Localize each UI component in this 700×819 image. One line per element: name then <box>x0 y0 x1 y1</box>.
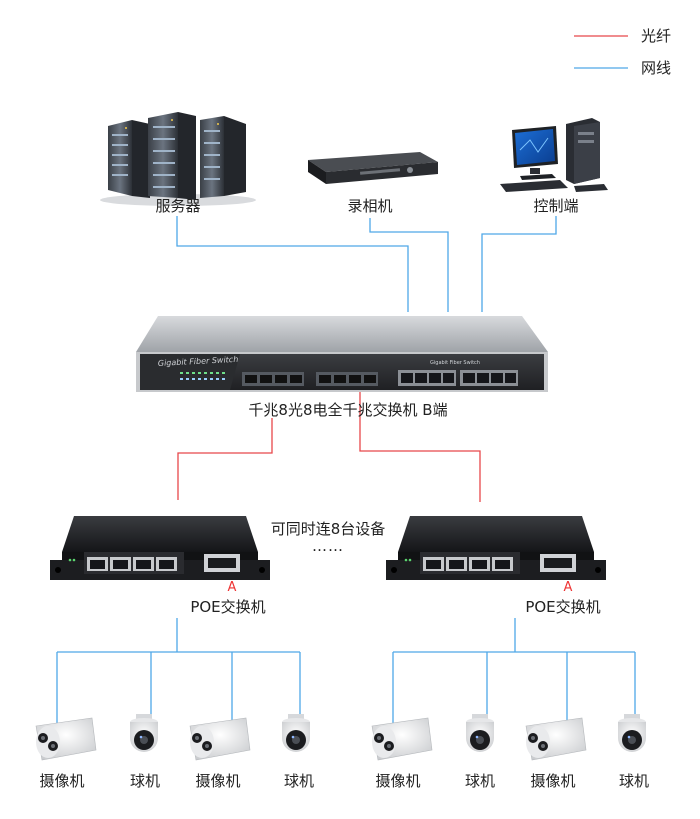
recorder-icon <box>308 152 438 184</box>
connect-dots: …… <box>312 537 344 555</box>
camera-label: 摄像机 <box>375 772 421 790</box>
main-switch-caption: 千兆8光8电全千兆交换机 B端 <box>248 401 448 419</box>
camera-label: 球机 <box>283 772 315 790</box>
dome-camera-right-2-icon <box>618 714 646 752</box>
poe-switch-right-icon <box>386 516 606 580</box>
main-switch-icon: Gigabit Fiber Switch Gigabit Fiber Switc… <box>136 316 548 392</box>
cable-server <box>176 216 409 312</box>
camera-label: 摄像机 <box>195 772 241 790</box>
poe-right-caption: POE交换机 <box>525 598 601 616</box>
camera-label: 球机 <box>129 772 161 790</box>
legend-network-label: 网线 <box>641 59 672 77</box>
cable-recorder <box>369 218 449 312</box>
server-icon <box>100 112 256 206</box>
legend-fiber-label: 光纤 <box>641 27 672 45</box>
bullet-camera-right-1-icon <box>371 717 433 761</box>
dome-camera-left-1-icon <box>130 714 158 752</box>
fiber-left <box>177 418 273 500</box>
main-switch-face-label: Gigabit Fiber Switch <box>158 355 239 368</box>
server-label: 服务器 <box>155 197 201 215</box>
camera-label: 摄像机 <box>530 772 576 790</box>
dome-camera-left-2-icon <box>282 714 310 752</box>
poe-right-marker: A <box>563 580 573 595</box>
camera-label: 球机 <box>618 772 650 790</box>
control-label: 控制端 <box>533 197 579 215</box>
camera-label: 球机 <box>464 772 496 790</box>
cable-control <box>481 216 557 312</box>
recorder-label: 录相机 <box>347 197 393 215</box>
poe-left-caption: POE交换机 <box>190 598 266 616</box>
main-switch-small-label: Gigabit Fiber Switch <box>430 360 480 366</box>
connect-note: 可同时连8台设备 <box>270 520 386 538</box>
bullet-camera-right-2-icon <box>525 717 587 761</box>
bullet-camera-left-1-icon <box>35 717 97 761</box>
poe-switch-left-icon <box>50 516 270 580</box>
camera-label: 摄像机 <box>39 772 85 790</box>
bullet-camera-left-2-icon <box>189 717 251 761</box>
fiber-right <box>359 378 481 502</box>
poe-left-marker: A <box>227 580 237 595</box>
dome-camera-right-1-icon <box>466 714 494 752</box>
control-pc-icon <box>500 118 608 192</box>
